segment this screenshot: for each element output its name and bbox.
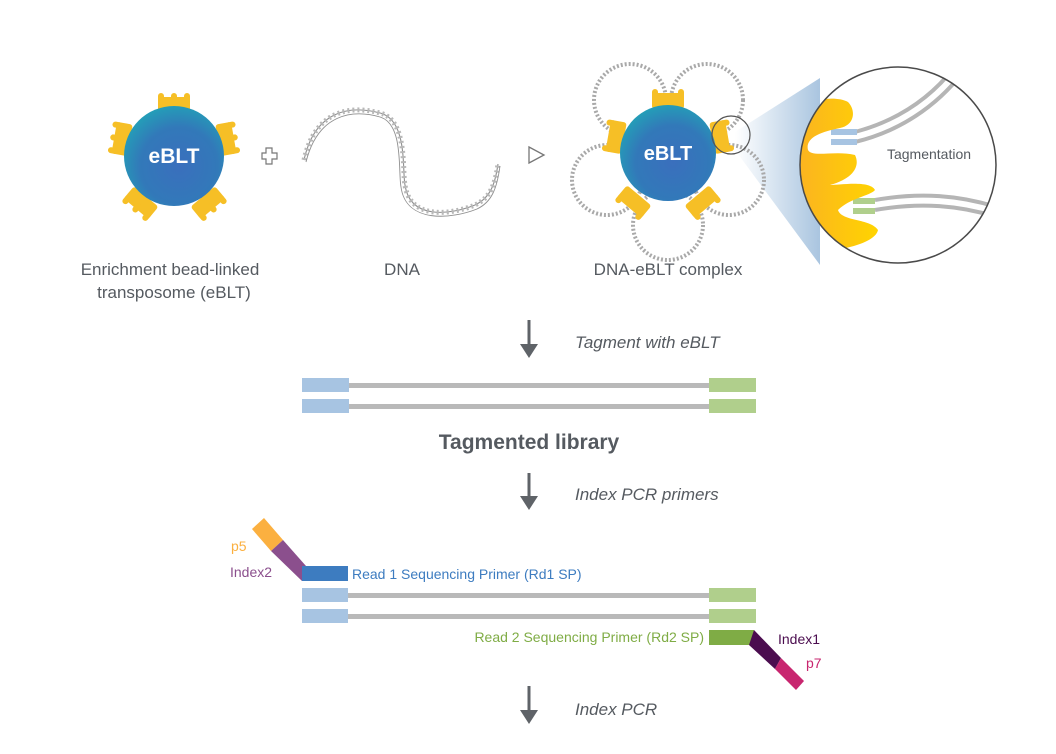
down-arrow-icon: [520, 320, 538, 358]
complex-caption: DNA-eBLT complex: [594, 260, 743, 279]
index1-label: Index1: [778, 631, 820, 647]
step-tagment-label: Tagment with eBLT: [575, 333, 721, 352]
step-index-pcr-label: Index PCR: [575, 700, 657, 719]
plus-icon: [261, 147, 278, 165]
tagmentation-zoom: Tagmentation: [799, 66, 997, 264]
bead-label: eBLT: [149, 145, 200, 168]
tagmented-library-title: Tagmented library: [439, 431, 620, 454]
dna-ebl-complex: eBLT: [570, 62, 820, 265]
rd1-segment: [302, 566, 348, 581]
ebl-caption-line1: Enrichment bead-linked: [81, 260, 260, 279]
tagmented-fragment: [302, 378, 756, 413]
dna-caption: DNA: [384, 260, 421, 279]
dna-helix: [301, 107, 501, 217]
bead-label: eBLT: [644, 143, 693, 165]
indexed-fragment: [252, 518, 804, 690]
step-index-primers-label: Index PCR primers: [575, 485, 719, 504]
bead-circle: [620, 105, 716, 201]
rd2-segment: [709, 630, 754, 645]
arrow-right-icon: [528, 145, 546, 165]
down-arrow-icon: [520, 686, 538, 724]
p7-label: p7: [806, 655, 822, 671]
index2-label: Index2: [230, 564, 272, 580]
index1-segment: [749, 630, 781, 669]
p7-segment: [775, 658, 804, 690]
bead-circle: [124, 106, 224, 206]
zoom-cone: [735, 78, 820, 265]
p5-label: p5: [231, 538, 247, 554]
rd2-label: Read 2 Sequencing Primer (Rd2 SP): [474, 629, 704, 645]
tagmentation-label: Tagmentation: [887, 146, 971, 162]
index2-segment: [271, 540, 306, 581]
p5-segment: [252, 518, 283, 551]
ebl-bead: eBLT: [107, 93, 241, 221]
transposome-arms: [107, 93, 241, 221]
rd1-label: Read 1 Sequencing Primer (Rd1 SP): [352, 566, 582, 582]
down-arrow-icon: [520, 473, 538, 510]
magnify-circle: [711, 115, 751, 155]
ebl-caption-line2: transposome (eBLT): [97, 283, 251, 302]
